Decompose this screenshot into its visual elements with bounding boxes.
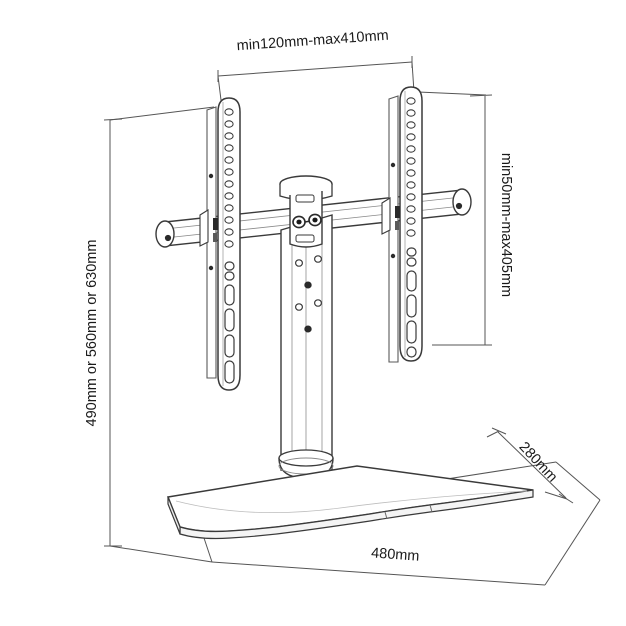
dim-line-top <box>217 61 413 77</box>
column-hole-group <box>295 255 323 333</box>
guide-base-right-edge <box>555 461 601 501</box>
left-vertical-bracket-arm <box>199 97 241 391</box>
total-height-dimension-label: 490mm or 560mm or 630mm <box>84 240 100 427</box>
ext-line-depth-a <box>486 430 500 438</box>
ext-line-left-bottom <box>109 545 213 563</box>
tick-right-top <box>469 94 493 97</box>
tabletop-base-plate <box>166 465 534 540</box>
bracket-spacing-dimension-label: min120mm-max410mm <box>236 28 389 55</box>
left-bracket-slots <box>224 261 235 384</box>
right-vertical-bracket-arm <box>381 86 423 363</box>
ext-line-left-top <box>109 106 215 121</box>
base-front-edge <box>179 489 534 540</box>
ext-line-right-top <box>417 91 487 96</box>
center-support-column <box>278 214 334 479</box>
base-width-dimension-label: 480mm <box>371 545 420 564</box>
ext-line-depth-b <box>544 491 568 500</box>
dim-line-base-width <box>211 561 546 586</box>
dim-line-base-depth <box>497 431 567 499</box>
right-bracket-slots <box>406 247 417 358</box>
ext-line-base-right <box>544 499 601 586</box>
tilt-clamp-assembly <box>279 175 333 248</box>
bracket-height-dimension-label: min50mm-max405mm <box>498 153 514 297</box>
